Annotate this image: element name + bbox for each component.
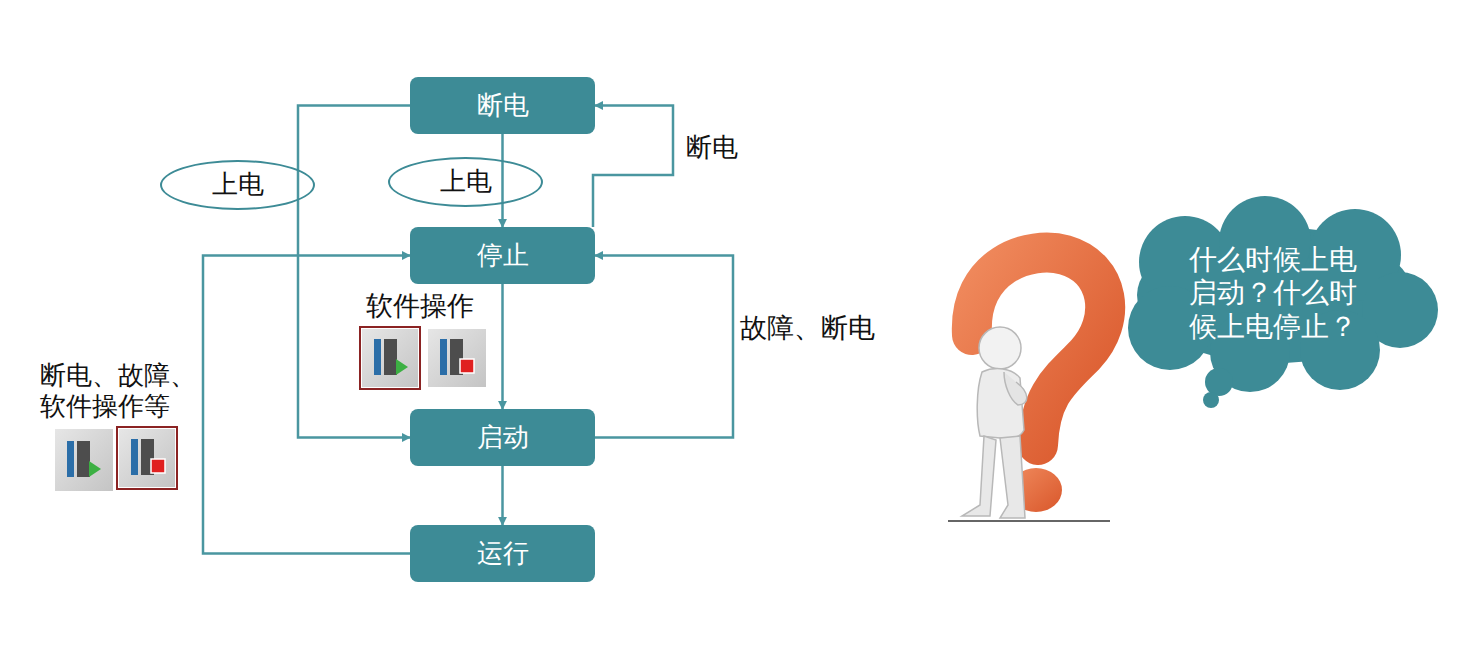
question-figure xyxy=(948,253,1110,521)
state-label: 启动 xyxy=(477,420,529,455)
thought-cloud: 什么时候上电启动？什么时候上电停止？ xyxy=(1115,200,1435,390)
stop-icon xyxy=(428,329,486,387)
transition-arrow xyxy=(298,106,410,438)
edge-label: 故障、断电 xyxy=(740,312,900,344)
edge-label: 软件操作 xyxy=(366,290,491,322)
transition-arrow xyxy=(595,256,733,438)
stop-icon xyxy=(117,427,177,489)
state-box: 停止 xyxy=(410,227,595,284)
transition-arrow xyxy=(501,466,504,525)
state-label: 断电 xyxy=(477,88,529,123)
state-box: 运行 xyxy=(410,525,595,582)
edge-label-ellipse: 上电 xyxy=(160,160,315,210)
edge-label: 断电 xyxy=(686,132,766,163)
state-label: 停止 xyxy=(477,238,529,273)
thought-text: 什么时候上电启动？什么时候上电停止？ xyxy=(1189,243,1369,344)
start-icon xyxy=(55,429,113,491)
edge-label-ellipse: 上电 xyxy=(388,157,543,207)
state-box: 断电 xyxy=(410,77,595,134)
start-icon xyxy=(360,327,420,389)
state-box: 启动 xyxy=(410,409,595,466)
transition-arrow xyxy=(593,106,673,228)
transition-arrow xyxy=(501,134,504,227)
transition-arrow xyxy=(501,284,504,409)
state-label: 运行 xyxy=(477,536,529,571)
edge-label: 断电、故障、软件操作等 xyxy=(40,360,205,422)
